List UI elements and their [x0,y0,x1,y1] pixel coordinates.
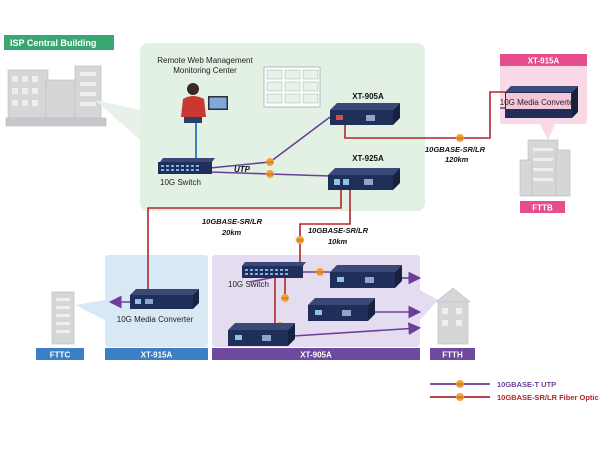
xt915a-bottom-device [130,289,199,309]
xt915a-bottom-label: XT-915A [141,351,173,360]
badge-utp-1 [266,158,274,166]
remote-mgmt-label-2: Monitoring Center [173,66,237,75]
fttb-pointer [540,124,555,140]
utp-label: UTP [234,165,251,174]
badge-text-3: 10G [457,136,464,140]
ftth-building-icon [435,287,471,345]
admin-person-icon [181,83,228,160]
fiber-120-label-2: 120km [445,155,469,164]
remote-mgmt-label-1: Remote Web Management [157,56,253,65]
ftth-pointer [420,290,438,320]
xt915a-top-label: XT-915A [528,57,560,66]
legend-utp-label: 10GBASE-T UTP [497,380,556,389]
badge-text-4: 10G [297,238,304,242]
badge-text-1: 10G [267,160,274,164]
xt905a-bottom-tag [212,348,420,360]
badge-text-5: 10G [317,270,324,274]
fttc-pointer [75,300,105,320]
media-conv-bottom-label: 10G Media Converter [117,315,194,324]
xt905a-bottom-label: XT-905A [300,351,332,360]
xt915a-top-device [505,86,578,118]
fiber-10-label-1: 10GBASE-SR/LR [308,226,369,235]
isp-building-icon [5,65,107,127]
switch-bottom-label: 10G Switch [228,280,269,289]
xt905a-unit-3 [228,323,295,346]
xt925a-device [328,168,400,190]
legend: 10G 10GBASE-T UTP 10G 10GBASE-SR/LR Fibe… [430,380,599,402]
legend-utp-badge-text: 10G [457,382,464,386]
fttb-tag [520,201,565,213]
legend-fiber-badge-text: 10G [457,395,464,399]
badge-text-6: 10G [282,296,289,300]
badge-utp-3 [316,268,324,276]
xt915a-bottom-tag [105,348,208,360]
xt925a-label: XT-925A [352,154,384,163]
legend-fiber-badge [456,393,464,401]
fttc-tag [36,348,84,360]
badge-utp-2 [266,170,274,178]
legend-utp-badge [456,380,464,388]
fiber-20-label-2: 20km [221,228,242,237]
isp-central-label: ISP Central Building [10,38,96,48]
legend-fiber-label: 10GBASE-SR/LR Fiber Optic [497,393,599,402]
xt905a-unit-2 [308,298,375,321]
xt905a-top-label: XT-905A [352,92,384,101]
isp-central-tag [4,35,114,50]
badge-fiber-10 [296,236,304,244]
fttb-building-icon [519,139,571,197]
xt915a-top-tag [500,54,587,66]
badge-fiber-120 [456,134,464,142]
badge-fiber-a [281,294,289,302]
fiber-120-label-1: 10GBASE-SR/LR [425,145,486,154]
switch-bottom-device [242,262,306,278]
fttc-building-icon [51,291,75,345]
fiber-20-label-1: 10GBASE-SR/LR [202,217,263,226]
ftth-label: FTTH [442,351,463,360]
monitoring-screens-icon [263,66,321,108]
ftth-tag [430,348,475,360]
fttc-label: FTTC [50,351,71,360]
switch-top-label: 10G Switch [160,178,201,187]
media-conv-top-label: 10G Media Converter [500,98,577,107]
switch-top-device [158,158,215,174]
badge-text-2: 10G [267,172,274,176]
xt905a-top-device [330,103,400,125]
fttb-label: FTTB [532,204,553,213]
isp-connector-shadow [95,100,140,140]
xt905a-unit-1 [330,265,402,288]
fiber-10-label-2: 10km [328,237,348,246]
